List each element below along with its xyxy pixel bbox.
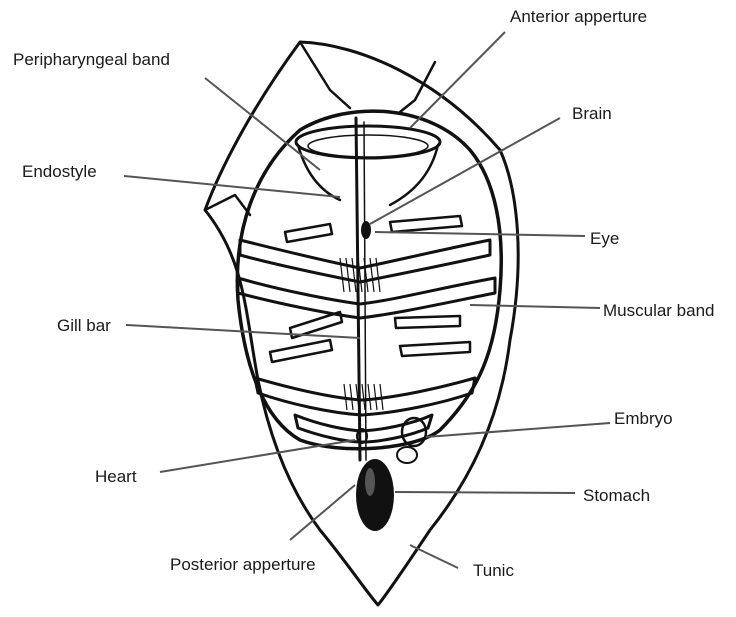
label-eye: Eye: [590, 229, 619, 248]
label-gill-bar: Gill bar: [57, 316, 111, 335]
brain-ganglion: [361, 221, 371, 239]
label-posterior-apperture: Posterior apperture: [170, 555, 316, 574]
label-anterior-apperture: Anterior apperture: [510, 7, 647, 26]
anterior-aperture-ring: [296, 126, 440, 158]
stomach-organ: [356, 459, 394, 531]
label-peripharyngeal-band: Peripharyngeal band: [13, 50, 170, 69]
label-embryo: Embryo: [614, 409, 673, 428]
salp-illustration: [205, 42, 518, 605]
label-stomach: Stomach: [583, 486, 650, 505]
label-tunic: Tunic: [473, 561, 514, 580]
label-heart: Heart: [95, 467, 137, 486]
label-brain: Brain: [572, 104, 612, 123]
label-endostyle: Endostyle: [22, 162, 97, 181]
label-muscular-band: Muscular band: [603, 301, 715, 320]
